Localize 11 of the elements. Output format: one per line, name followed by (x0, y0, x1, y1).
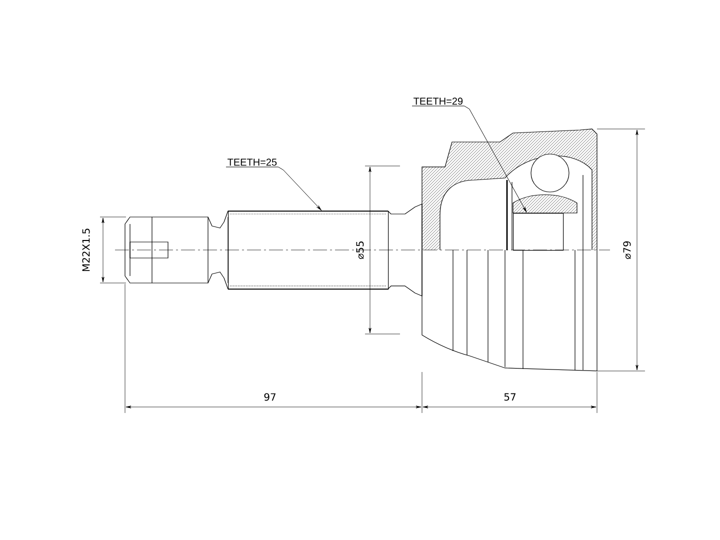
dimension-text: ⌀79 (623, 241, 631, 259)
dimension-text: M22X1.5 (82, 228, 90, 272)
inner-race-bore (513, 212, 564, 251)
dimension-text: ⌀55 (356, 242, 364, 259)
callout-text: TEETH=25 (228, 158, 277, 166)
callout-text: TEETH=29 (414, 98, 463, 105)
dimension-text: 97 (264, 393, 276, 401)
leader-line (226, 166, 322, 210)
dimension-text: 57 (504, 393, 516, 401)
leader-line (412, 106, 527, 212)
splined-shaft (228, 210, 389, 290)
